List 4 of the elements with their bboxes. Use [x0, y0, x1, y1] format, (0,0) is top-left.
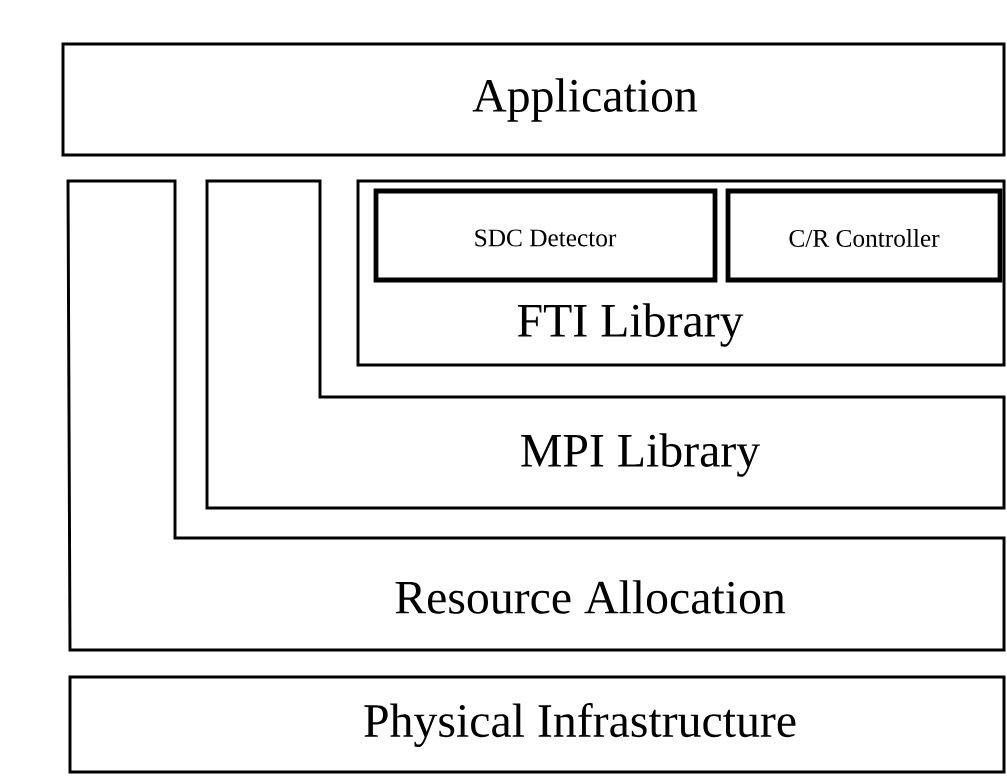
component-box: C/R Controller: [725, 188, 1003, 283]
component-box: SDC Detector: [373, 188, 718, 283]
layer-box: Physical Infrastructure: [68, 675, 1006, 774]
layer-box: Application: [61, 42, 1006, 157]
